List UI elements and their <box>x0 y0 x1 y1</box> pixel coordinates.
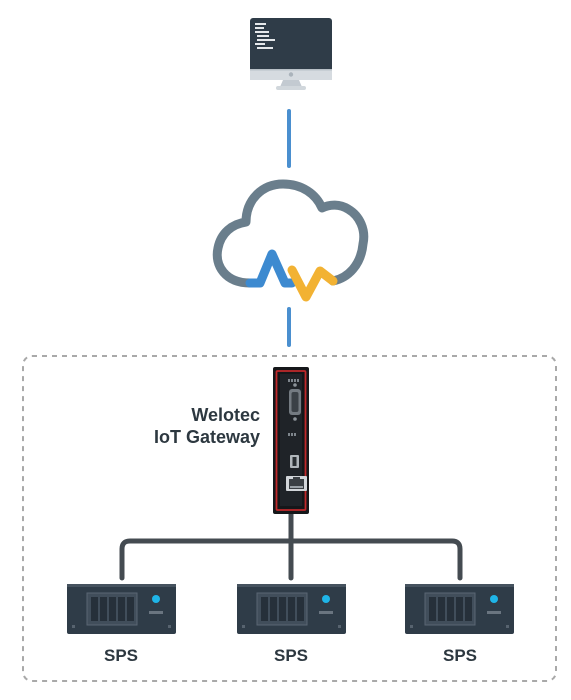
gateway-label: Welotec IoT Gateway <box>154 404 260 448</box>
plc-rack-icon <box>405 584 514 634</box>
gateway-label-line1: Welotec <box>191 405 260 425</box>
fieldbus-lines <box>119 509 463 581</box>
desktop-monitor-icon <box>250 18 332 90</box>
pulse-line-yellow <box>287 265 338 302</box>
pulse-line-blue <box>245 249 297 288</box>
sps-label: SPS <box>442 646 478 665</box>
gateway-label-line2: IoT Gateway <box>153 427 260 447</box>
iot-gateway-device-icon <box>273 367 309 514</box>
plc-rack-icon <box>67 584 176 634</box>
plc-rack-icon <box>237 584 346 634</box>
sps-label: SPS <box>273 646 309 665</box>
sps-label: SPS <box>103 646 139 665</box>
cloud-icon <box>212 179 369 302</box>
local-network-boundary <box>22 355 557 682</box>
